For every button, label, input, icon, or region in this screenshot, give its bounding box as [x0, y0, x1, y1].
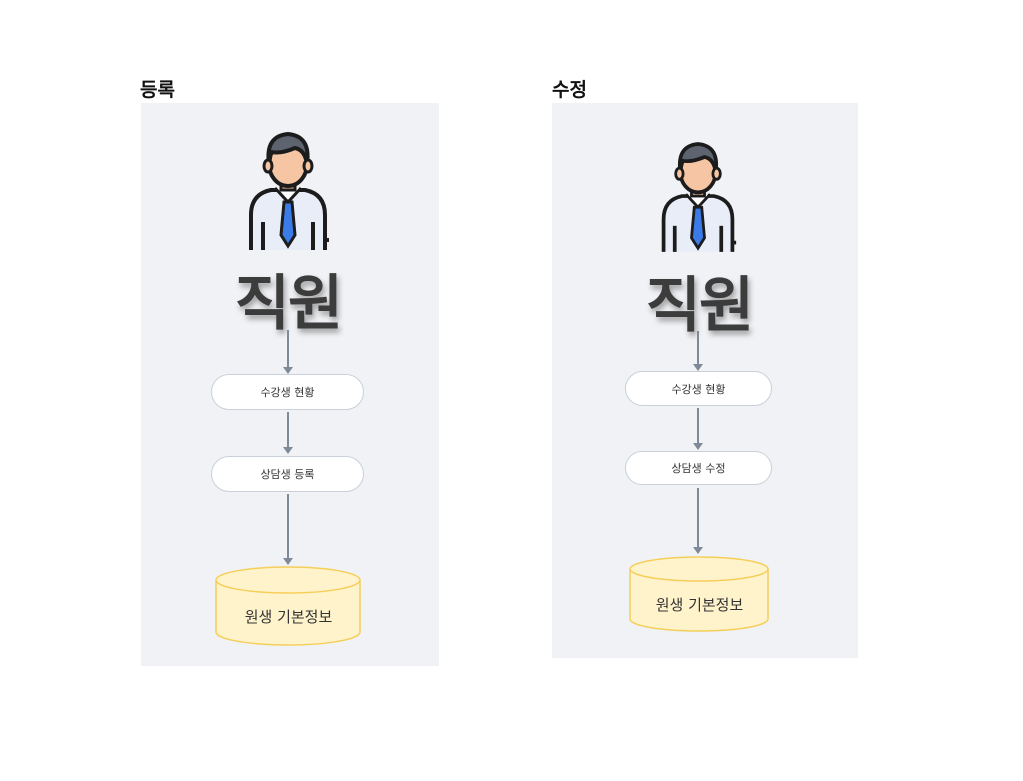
flow-arrow	[283, 494, 293, 565]
flow-arrow	[283, 330, 293, 374]
flow-arrow	[693, 331, 703, 371]
employee-icon	[249, 131, 329, 250]
step-consultee-edit: 상담생 수정	[625, 451, 772, 485]
step-consultee-register: 상담생 등록	[211, 456, 364, 492]
datastore-label: 원생 기본정보	[655, 596, 744, 614]
panel-title-edit: 수정	[552, 79, 587, 101]
database-icon: 원생 기본정보	[215, 566, 362, 646]
actor-label-register: 직원	[234, 269, 343, 339]
flow-arrow	[693, 408, 703, 450]
panel-title-register: 등록	[140, 79, 175, 101]
flow-arrow	[283, 412, 293, 454]
database-icon: 원생 기본정보	[629, 556, 770, 632]
datastore-label: 원생 기본정보	[244, 608, 333, 626]
actor-label-edit: 직원	[645, 271, 754, 341]
step-student-status: 수강생 현황	[625, 371, 772, 406]
step-student-status: 수강생 현황	[211, 374, 364, 410]
flow-arrow	[693, 488, 703, 554]
employee-icon	[661, 142, 737, 252]
